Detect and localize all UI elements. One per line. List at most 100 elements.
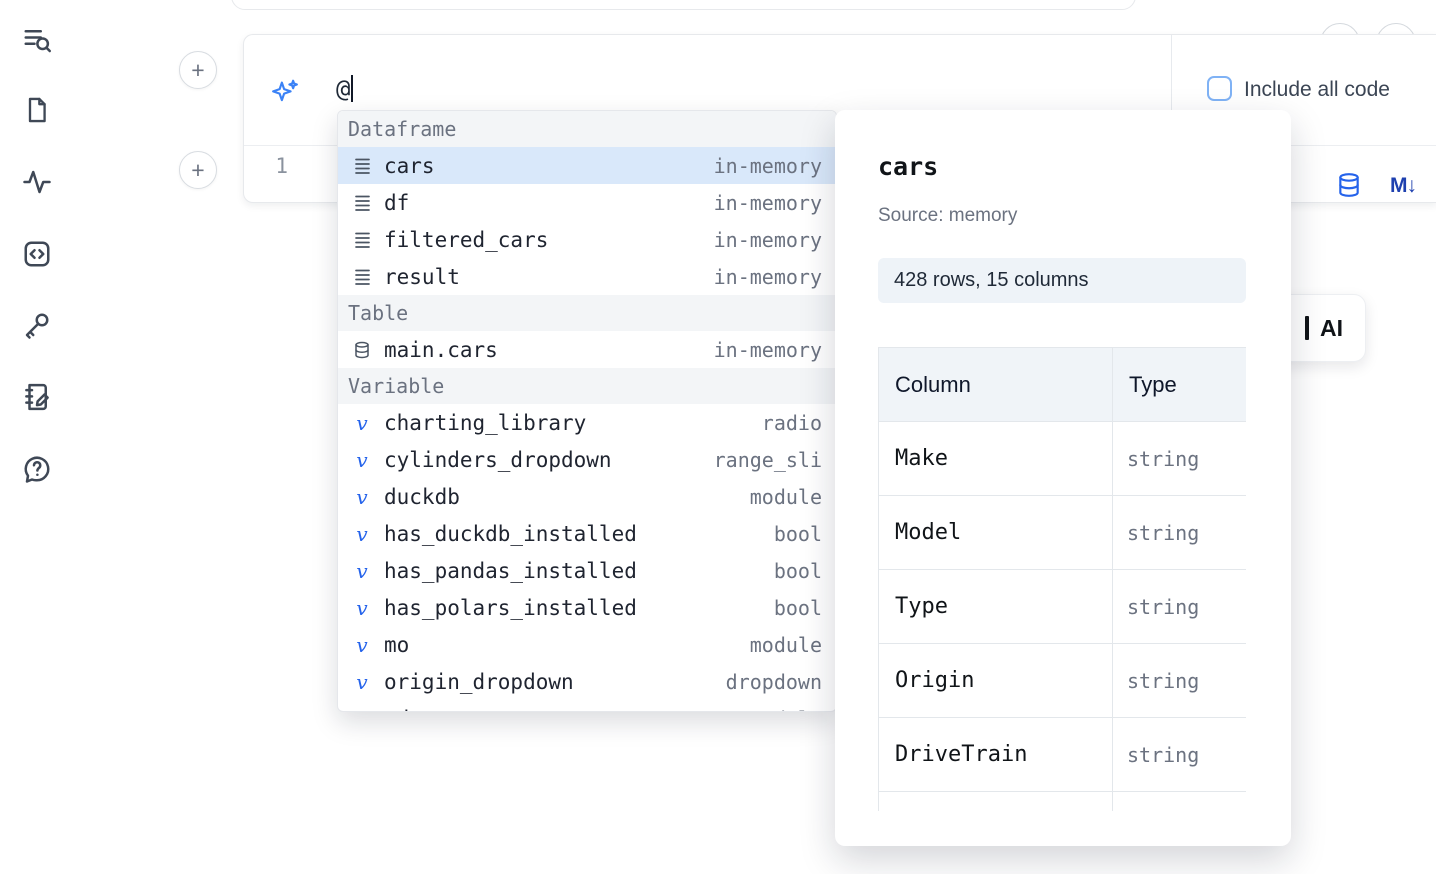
item-name: main.cars <box>384 337 498 362</box>
dataframe-preview-panel: cars Source: memory 428 rows, 15 columns… <box>835 110 1291 846</box>
item-name: charting_library <box>384 410 587 435</box>
sidebar-help-button[interactable] <box>19 451 55 487</box>
schema-row <box>878 791 1246 811</box>
include-all-code-checkbox[interactable] <box>1207 76 1232 101</box>
dataframe-icon <box>346 193 378 212</box>
autocomplete-list: Dataframe cars in-memory df in-memory fi… <box>338 111 836 712</box>
preview-title: cars <box>878 152 939 181</box>
variable-icon: v <box>356 632 368 657</box>
autocomplete-section-header: Table <box>338 295 836 331</box>
schema-header-cell: Type <box>1112 347 1246 422</box>
item-type: in-memory <box>713 190 822 215</box>
item-name: cars <box>384 153 435 178</box>
dataframe-icon <box>346 267 378 286</box>
variable-icon: v <box>356 669 368 694</box>
variable-icon: v <box>356 595 368 620</box>
sidebar-toc-button[interactable] <box>19 22 55 58</box>
variable-icon: v <box>356 521 368 546</box>
autocomplete-item[interactable]: main.cars in-memory <box>338 331 836 368</box>
item-type: bool <box>773 595 822 620</box>
table-icon <box>346 341 378 359</box>
autocomplete-item[interactable]: result in-memory <box>338 258 836 295</box>
key-icon <box>25 313 49 339</box>
item-type: module <box>749 484 822 509</box>
column-type-cell: string <box>1112 569 1246 644</box>
sidebar-logs-button[interactable] <box>19 164 55 200</box>
item-name: mo <box>384 632 410 657</box>
clipped-letter-fragment <box>1305 316 1309 340</box>
item-name: df <box>384 190 410 215</box>
autocomplete-item[interactable]: v has_polars_installed bool <box>338 589 836 626</box>
item-type: in-memory <box>713 153 822 178</box>
sidebar-scratchpad-button[interactable] <box>19 379 55 415</box>
markdown-toggle-button[interactable]: M↓ <box>1390 174 1417 197</box>
column-name-cell <box>878 791 1113 811</box>
autocomplete-item[interactable]: v origin_dropdown dropdown <box>338 663 836 700</box>
column-type-cell: string <box>1112 643 1246 718</box>
item-type: in-memory <box>713 337 822 362</box>
autocomplete-item[interactable]: cars in-memory <box>338 147 836 184</box>
column-type-cell: string <box>1112 495 1246 570</box>
autocomplete-item[interactable]: v mo module <box>338 626 836 663</box>
item-name: cylinders_dropdown <box>384 447 612 472</box>
item-name: duckdb <box>384 484 460 509</box>
item-type: module <box>749 632 822 657</box>
item-type: range_sli <box>713 447 822 472</box>
line-number: 1 <box>275 154 288 178</box>
prompt-value: @ <box>336 75 351 103</box>
include-all-code-label[interactable]: Include all code <box>1244 78 1390 101</box>
autocomplete-item[interactable]: v has_duckdb_installed bool <box>338 515 836 552</box>
prompt-divider <box>1171 35 1172 145</box>
item-type: bool <box>773 558 822 583</box>
preview-shape-badge: 428 rows, 15 columns <box>878 258 1246 303</box>
scratchpad-icon <box>25 383 49 411</box>
item-type: in-memory <box>713 264 822 289</box>
column-name-cell: Model <box>878 495 1113 570</box>
sparkles-icon <box>272 79 298 102</box>
autocomplete-item[interactable]: df in-memory <box>338 184 836 221</box>
item-type: module <box>750 707 822 712</box>
item-type: radio <box>761 410 822 435</box>
snippets-icon <box>24 241 50 267</box>
column-type-cell: string <box>1112 421 1246 496</box>
variable-icon: v <box>356 558 368 583</box>
sidebar-files-button[interactable] <box>19 92 55 128</box>
item-name: origin_dropdown <box>384 669 574 694</box>
item-name: has_pandas_installed <box>384 558 637 583</box>
item-name: has_duckdb_installed <box>384 521 637 546</box>
autocomplete-item[interactable]: v cylinders_dropdown range_sli <box>338 441 836 478</box>
dataframe-icon <box>346 156 378 175</box>
variable-icon: v <box>356 410 368 435</box>
add-cell-above-button[interactable]: + <box>179 51 217 89</box>
add-cell-below-button[interactable]: + <box>179 151 217 189</box>
autocomplete-item[interactable]: v pd module <box>338 700 836 712</box>
autocomplete-dropdown: Dataframe cars in-memory df in-memory fi… <box>337 110 837 712</box>
autocomplete-item[interactable]: v duckdb module <box>338 478 836 515</box>
schema-header-cell: Column <box>878 347 1113 422</box>
sidebar-snippets-button[interactable] <box>19 236 55 272</box>
autocomplete-item[interactable]: v charting_library radio <box>338 404 836 441</box>
item-name: pd <box>384 707 409 712</box>
datasource-button[interactable] <box>1336 172 1362 201</box>
ai-button-label: AI <box>1320 314 1343 341</box>
preview-source: Source: memory <box>878 205 1018 226</box>
toc-search-icon <box>24 30 51 53</box>
autocomplete-section-header: Dataframe <box>338 111 836 147</box>
item-type: in-memory <box>713 227 822 252</box>
autocomplete-item[interactable]: filtered_cars in-memory <box>338 221 836 258</box>
ai-prompt-input[interactable]: @ <box>336 75 354 103</box>
autocomplete-item[interactable]: v has_pandas_installed bool <box>338 552 836 589</box>
column-name-cell: Origin <box>878 643 1113 718</box>
code-editor-row[interactable]: 1 M↓ <box>244 146 1436 202</box>
activity-icon <box>23 170 51 194</box>
variable-icon: v <box>356 447 368 472</box>
help-icon <box>24 456 50 483</box>
column-type-cell: string <box>1112 717 1246 792</box>
autocomplete-section-header: Variable <box>338 368 836 404</box>
sidebar-secrets-button[interactable] <box>19 307 55 343</box>
